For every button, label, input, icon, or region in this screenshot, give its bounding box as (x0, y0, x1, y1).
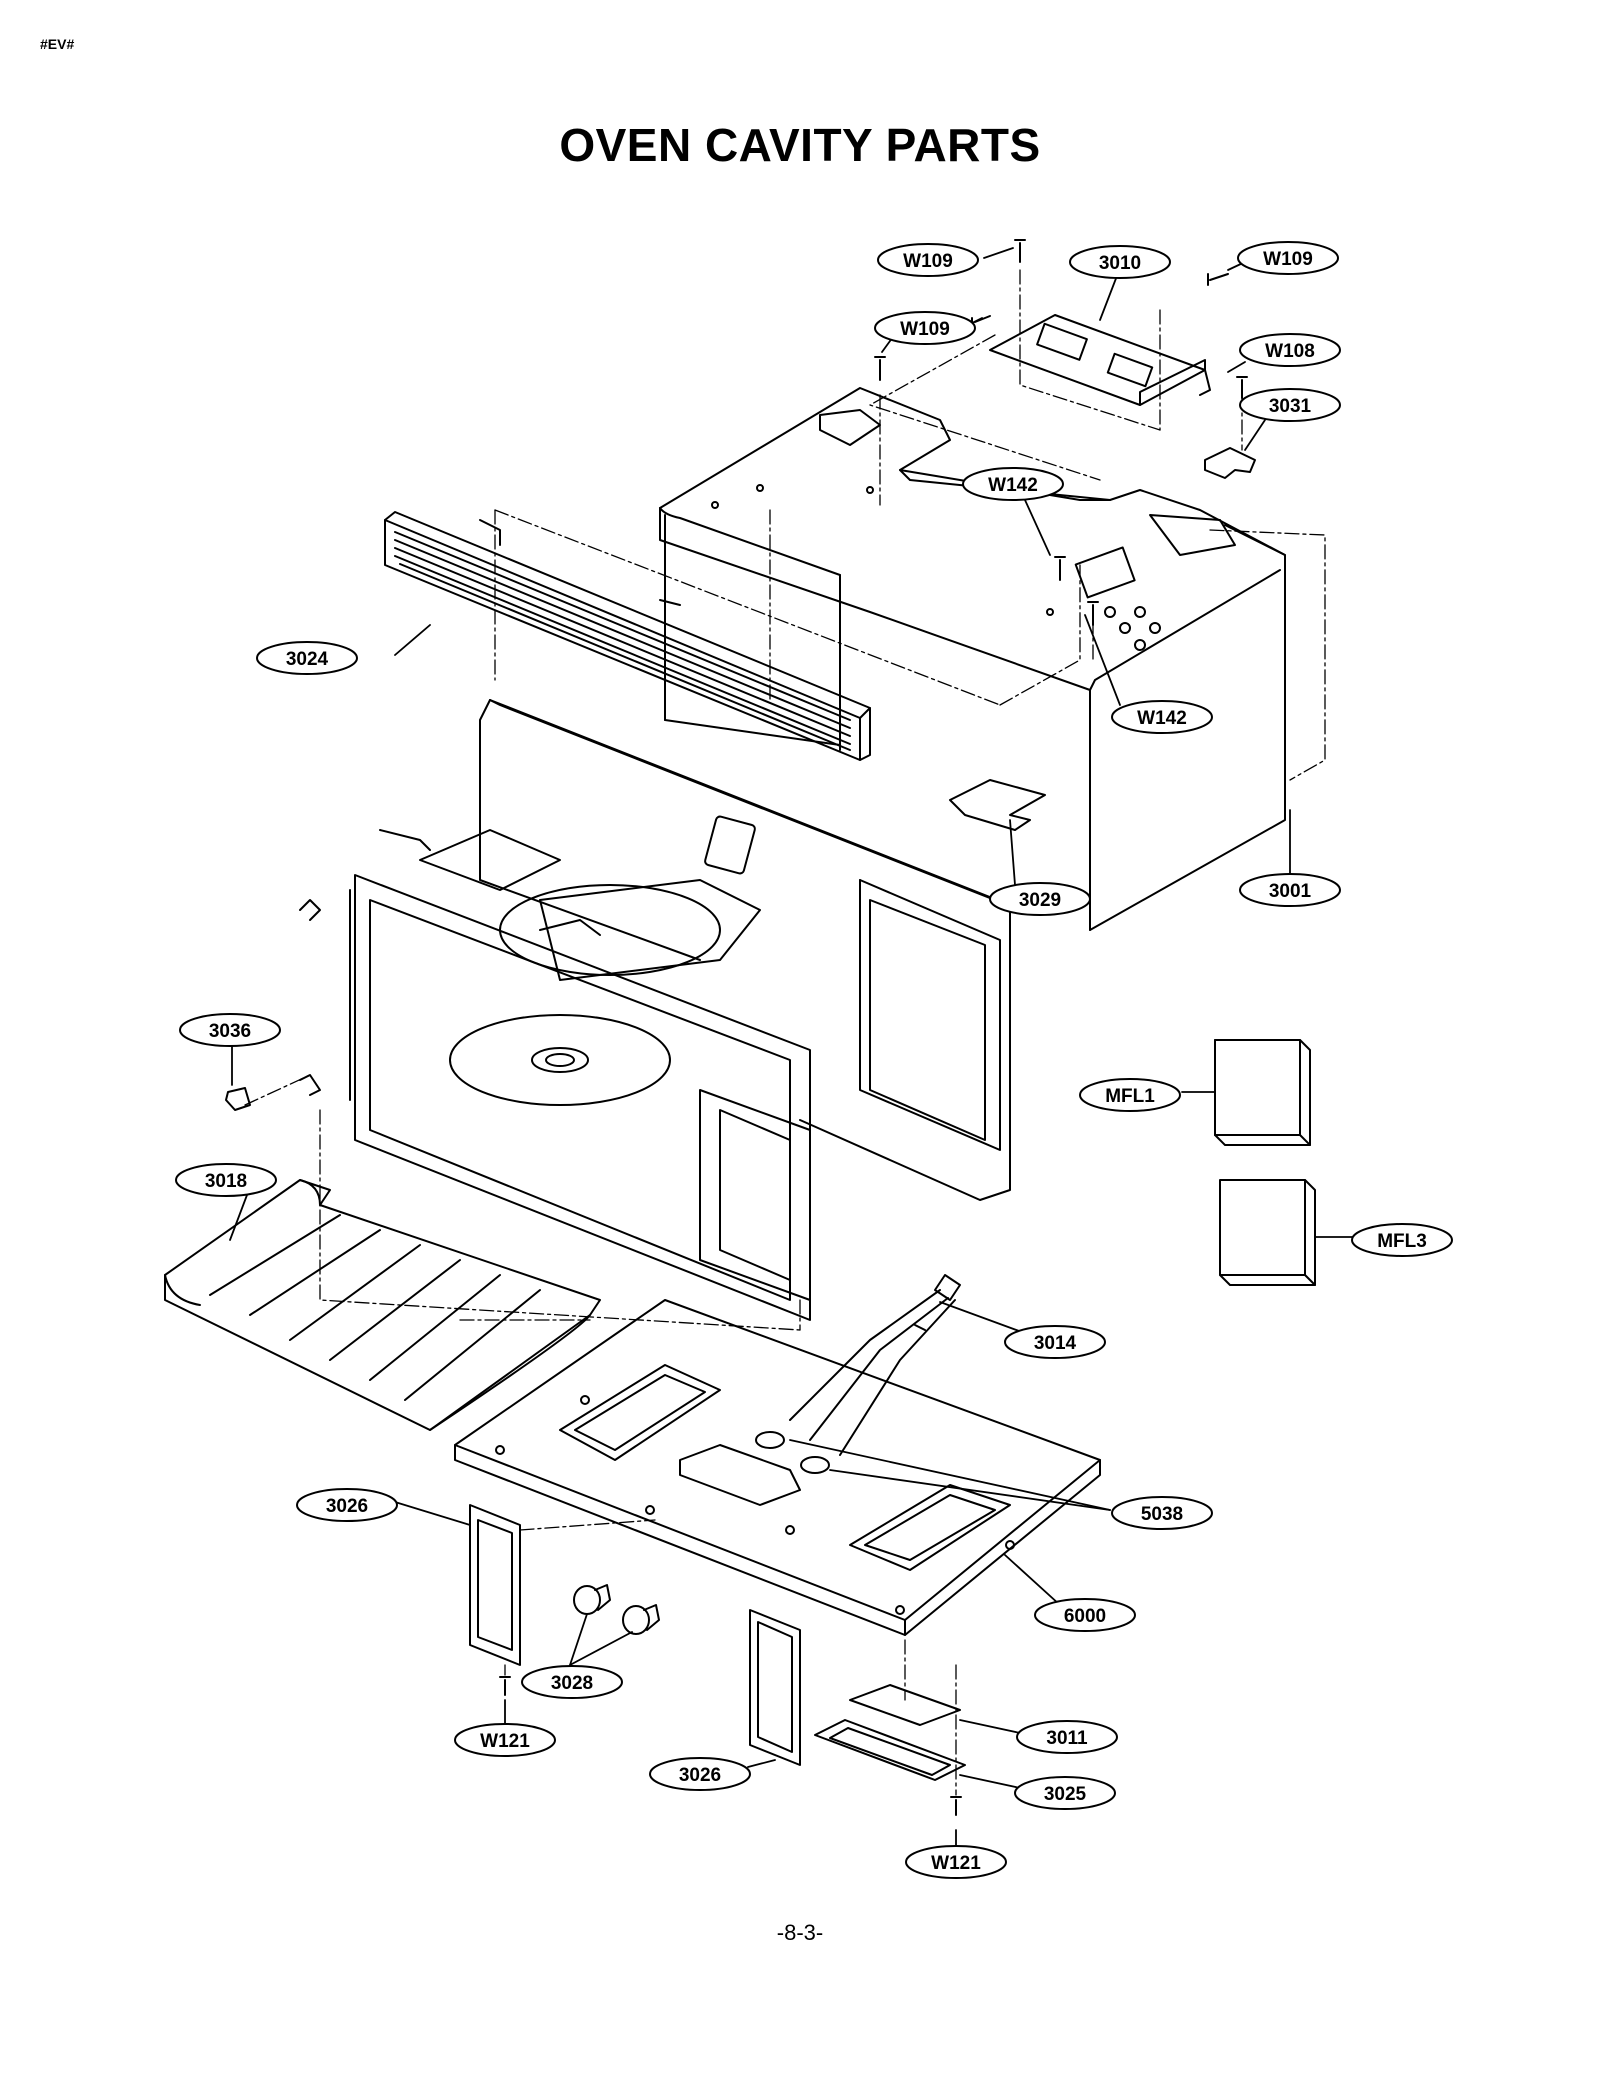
bracket-3029 (949, 779, 1046, 831)
callout-w142-a: W142 (962, 467, 1064, 501)
callout-3029: 3029 (989, 882, 1091, 916)
svg-text:MFL3: MFL3 (1377, 1231, 1427, 1252)
svg-text:W142: W142 (988, 475, 1038, 496)
alignment-lines (244, 269, 1326, 1796)
lamp-cover-3011 (849, 1684, 961, 1726)
svg-text:3028: 3028 (551, 1673, 593, 1694)
page-number: -8-3- (776, 1920, 824, 1945)
svg-text:6000: 6000 (1064, 1606, 1106, 1627)
base-plate-6000 (454, 1299, 1101, 1636)
small-bracket-3031 (1204, 447, 1256, 479)
svg-text:3018: 3018 (205, 1171, 247, 1192)
callout-w109-c: W109 (874, 311, 976, 345)
svg-text:3010: 3010 (1099, 253, 1141, 274)
svg-text:3031: 3031 (1269, 396, 1312, 417)
inner-cavity (299, 699, 1011, 1321)
callout-w109-b: W109 (1237, 241, 1339, 275)
manual-box-mfl3 (1219, 1179, 1316, 1286)
header-tag: #EV# (40, 36, 75, 52)
svg-text:W142: W142 (1137, 708, 1187, 729)
svg-text:3026: 3026 (679, 1765, 721, 1786)
callout-3024: 3024 (256, 641, 358, 675)
svg-text:5038: 5038 (1141, 1504, 1183, 1525)
svg-text:3014: 3014 (1034, 1333, 1077, 1354)
callout-6000: 6000 (1034, 1598, 1136, 1632)
lamps-3028 (573, 1584, 660, 1635)
svg-text:W121: W121 (480, 1731, 530, 1752)
callout-3018: 3018 (175, 1163, 277, 1197)
shelf-3018 (164, 1179, 601, 1431)
callout-3036: 3036 (179, 1013, 281, 1047)
callout-mfl1: MFL1 (1079, 1078, 1181, 1112)
svg-text:3024: 3024 (286, 649, 329, 670)
svg-text:3026: 3026 (326, 1496, 368, 1517)
lamp-frame-3025 (814, 1719, 966, 1781)
callout-3026-b: 3026 (649, 1757, 751, 1791)
grille-3024 (384, 511, 871, 761)
screws (499, 239, 1248, 1816)
svg-text:3036: 3036 (209, 1021, 251, 1042)
callouts: W109 3010 W109 W109 W108 3031 W142 W142 … (175, 241, 1453, 1879)
top-bracket-3010 (989, 314, 1211, 406)
callout-w108: W108 (1239, 333, 1341, 367)
wire-harness-3014 (755, 1274, 961, 1474)
svg-text:W121: W121 (931, 1853, 981, 1874)
leader-lines (229, 247, 1356, 1846)
callout-3031: 3031 (1239, 388, 1341, 422)
callout-5038: 5038 (1111, 1496, 1213, 1530)
filter-3026-right (749, 1609, 801, 1766)
svg-text:3001: 3001 (1269, 881, 1312, 902)
callout-3025: 3025 (1014, 1776, 1116, 1810)
callout-mfl3: MFL3 (1351, 1223, 1453, 1257)
callout-3011: 3011 (1016, 1720, 1118, 1754)
callout-w121-b: W121 (905, 1845, 1007, 1879)
filter-3026-left (469, 1504, 521, 1666)
svg-text:W108: W108 (1265, 341, 1315, 362)
svg-text:3025: 3025 (1044, 1784, 1087, 1805)
callout-w109-a: W109 (877, 243, 979, 277)
svg-text:3029: 3029 (1019, 890, 1061, 911)
svg-text:W109: W109 (900, 319, 950, 340)
callout-3026-a: 3026 (296, 1488, 398, 1522)
callout-3001: 3001 (1239, 873, 1341, 907)
callout-3010: 3010 (1069, 245, 1171, 279)
callout-w121-a: W121 (454, 1723, 556, 1757)
page-title: OVEN CAVITY PARTS (559, 119, 1041, 171)
svg-text:W109: W109 (1263, 249, 1313, 270)
latch-3036 (225, 1087, 251, 1111)
manual-box-mfl1 (1214, 1039, 1311, 1146)
svg-text:MFL1: MFL1 (1105, 1086, 1155, 1107)
svg-text:3011: 3011 (1046, 1728, 1088, 1749)
callout-w142-b: W142 (1111, 700, 1213, 734)
svg-text:W109: W109 (903, 251, 953, 272)
callout-3028: 3028 (521, 1665, 623, 1699)
callout-3014: 3014 (1004, 1325, 1106, 1359)
